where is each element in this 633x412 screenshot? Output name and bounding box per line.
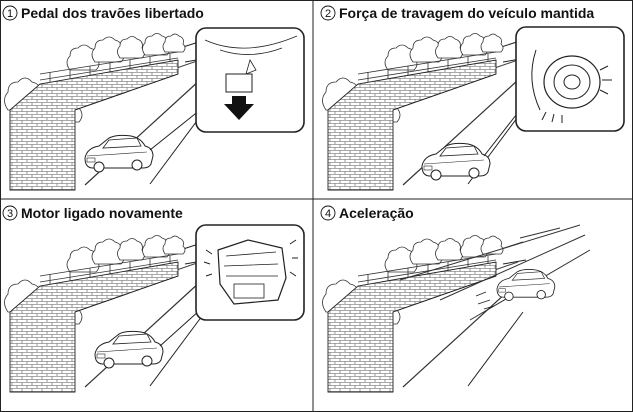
panel-2-number-circle xyxy=(320,5,336,21)
braked-wheel-icon xyxy=(531,49,612,123)
panel-3-engine-inset xyxy=(159,224,305,347)
panel-1-pedal-inset xyxy=(149,27,305,151)
panel-4-heading: 4 Aceleração xyxy=(320,205,414,221)
panel-3: 3 Motor ligado novamente xyxy=(2,205,305,393)
panel-3-number: 3 xyxy=(7,208,13,220)
panel-1-number: 1 xyxy=(7,8,13,20)
panel-2-title: Força de travagem do veículo mantida xyxy=(339,5,594,21)
panel-3-number-circle xyxy=(2,205,18,221)
panel-4-car xyxy=(496,269,556,302)
panel-2: 2 Força de travagem do veículo mantida xyxy=(320,5,625,191)
brake-pedal-arrow-down-icon xyxy=(224,96,254,120)
panel-4-roadside-scene xyxy=(321,234,527,393)
panel-1-car xyxy=(84,134,154,173)
panel-4-number-circle xyxy=(320,205,336,221)
panel-2-number: 2 xyxy=(325,8,331,20)
panel-3-heading: 3 Motor ligado novamente xyxy=(2,205,183,221)
panel-2-heading: 2 Força de travagem do veículo mantida xyxy=(320,5,594,21)
panel-2-wheel-inset xyxy=(483,26,625,157)
panel-1-title: Pedal dos travões libertado xyxy=(21,5,204,21)
vibrating-engine-icon xyxy=(203,239,298,305)
panel-1: 1 Pedal dos travões libertado xyxy=(2,5,305,191)
panel-1-number-circle xyxy=(2,5,18,21)
panel-3-car xyxy=(94,330,164,369)
panel-4-title: Aceleração xyxy=(339,205,414,221)
panel-3-title: Motor ligado novamente xyxy=(21,205,183,221)
panel-3-roadside-scene xyxy=(3,234,209,393)
panel-4: 4 Aceleração xyxy=(320,205,591,393)
panel-2-car xyxy=(421,142,491,181)
panel-1-heading: 1 Pedal dos travões libertado xyxy=(2,5,204,21)
panel-4-motion-lines xyxy=(475,291,495,310)
panel-4-number: 4 xyxy=(325,208,331,220)
